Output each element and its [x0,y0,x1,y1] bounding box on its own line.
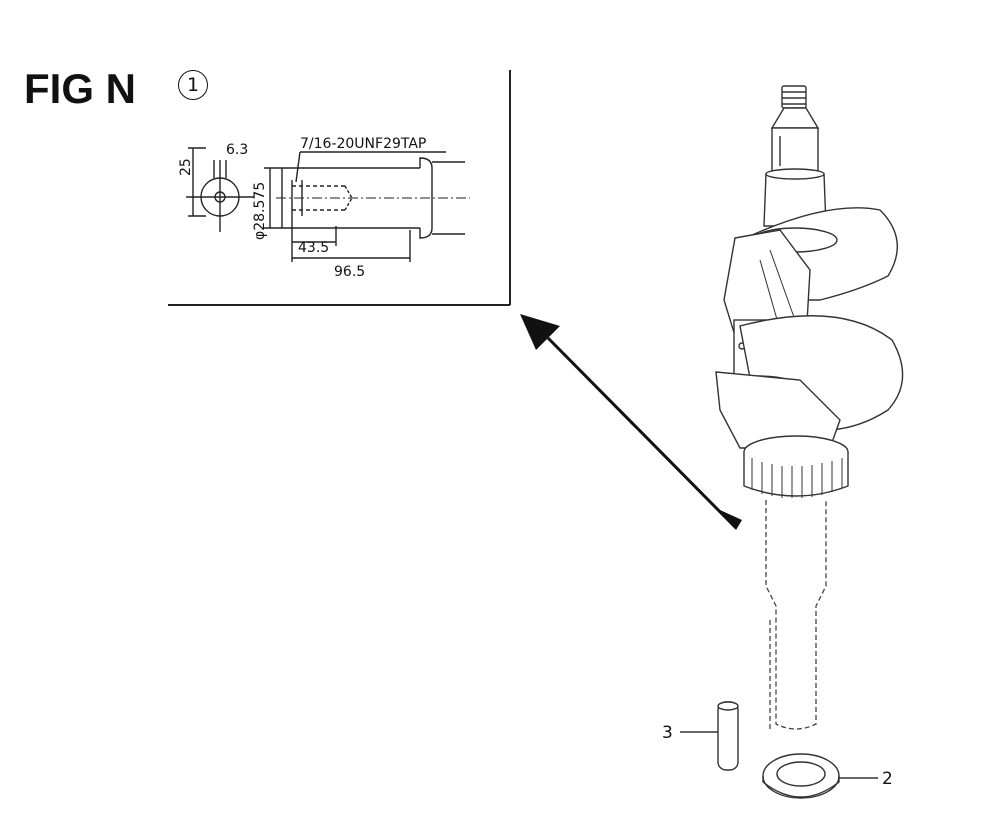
shaft-end-view [186,147,254,232]
pointer-arrow [520,314,742,530]
pin-part [680,701,739,771]
dim-shaft-diameter: φ28.575 [252,182,268,240]
dim-tap-depth: 43.5 [298,240,329,256]
washer-part [762,753,878,799]
phantom-output-shaft [765,500,827,730]
detail-box [168,70,511,306]
shaft-side-view [264,151,470,262]
dim-key-depth: 25 [178,158,194,176]
figure-callout-circle: 1 [178,70,208,100]
crankshaft-illustration [715,85,904,498]
thread-spec-label: 7/16-20UNF29TAP [300,136,426,152]
dim-shaft-length: 96.5 [334,264,365,280]
figure-title: FIG N [24,65,136,112]
dim-key-width: 6.3 [226,142,248,158]
pin-callout-label: 3 [662,723,673,743]
washer-callout-label: 2 [882,769,893,789]
